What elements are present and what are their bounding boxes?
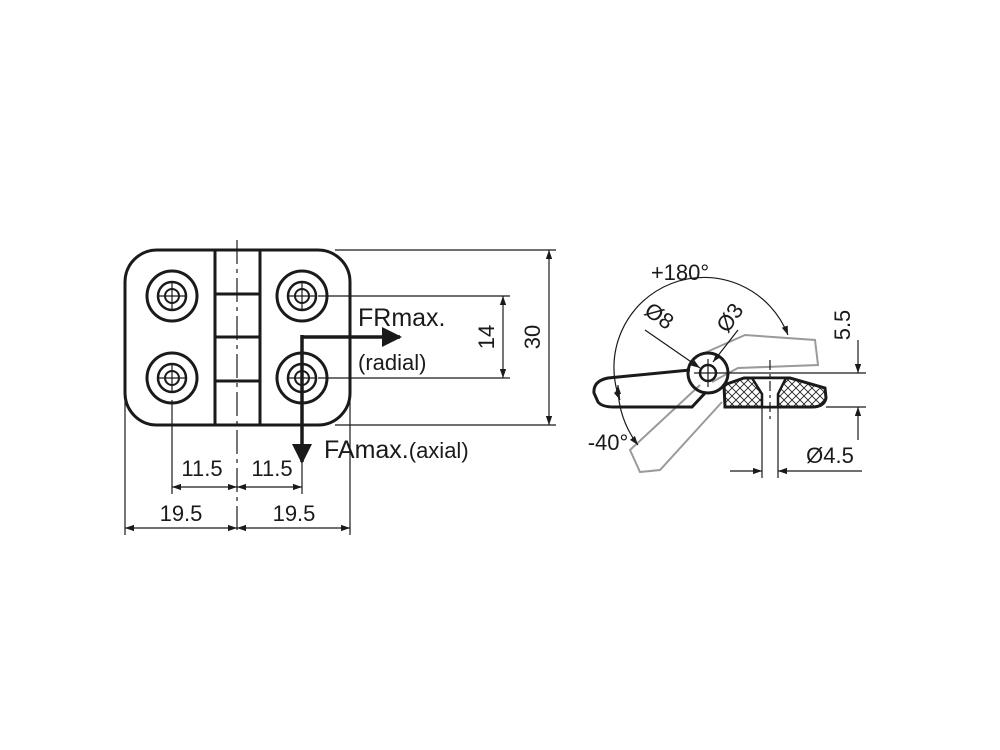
- angle-open-label: +180°: [651, 260, 709, 285]
- pin-diameter-label: Ø3: [711, 299, 748, 337]
- dim-overall-height: 30: [520, 325, 545, 349]
- dim-hole-spacing-vertical: 14: [474, 325, 499, 349]
- mounting-hole-top-left: [145, 269, 199, 323]
- leader-pin-diameter: [712, 329, 739, 363]
- dim-hole-offset-right: 11.5: [251, 456, 292, 481]
- leaf-open-position: [699, 333, 820, 383]
- angle-arc-back: [614, 384, 639, 446]
- dim-hole-offset-left: 11.5: [181, 456, 222, 481]
- radial-force-note: (radial): [358, 350, 426, 375]
- angle-arc-open: [613, 276, 789, 401]
- dim-half-width-right: 19.5: [273, 501, 316, 526]
- barrel-diameter-label: Ø8: [640, 297, 678, 334]
- angle-back-label: -40°: [588, 430, 629, 455]
- side-view: +180° -40° Ø8 Ø3 5.5 Ø4.5: [588, 260, 866, 478]
- leaf-thickness-label: 5.5: [830, 310, 855, 341]
- radial-force-label: FRmax.: [358, 304, 446, 332]
- front-view: FRmax. (radial) FAmax.(axial) 14 30 11.5…: [123, 240, 556, 535]
- dim-half-width-left: 19.5: [160, 501, 203, 526]
- fixed-leaf-left: [592, 368, 708, 409]
- leader-barrel-diameter: [644, 329, 701, 369]
- leaf-rotated-position: [628, 384, 723, 474]
- hole-diameter-label: Ø4.5: [806, 443, 854, 468]
- axial-force-label: FAmax.(axial): [324, 436, 469, 464]
- mounting-hole-bottom-left: [145, 351, 199, 405]
